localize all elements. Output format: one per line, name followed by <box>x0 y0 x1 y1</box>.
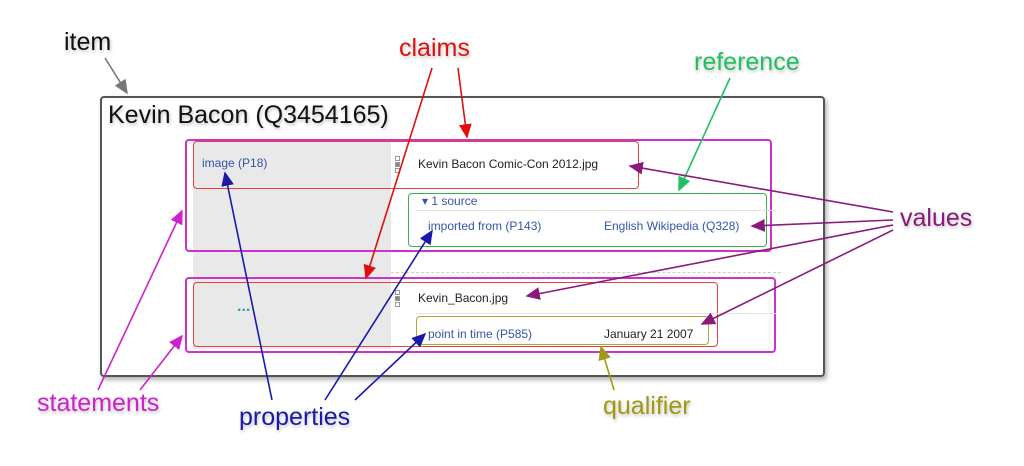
reference-property[interactable]: imported from (P143) <box>428 219 542 233</box>
label-values: values <box>900 204 973 232</box>
values-arrow <box>628 161 894 213</box>
drag-handle-icon[interactable] <box>395 290 400 310</box>
values-arrow <box>525 224 894 300</box>
qualifier-arrow <box>598 345 615 391</box>
reference-arrow <box>678 77 731 192</box>
item-title: Kevin Bacon (Q3454165) <box>108 101 389 129</box>
value-image[interactable]: Kevin Bacon Comic-Con 2012.jpg <box>418 157 599 171</box>
label-item: item <box>64 28 112 56</box>
values-arrow <box>700 229 894 325</box>
property-image[interactable]: image (P18) <box>202 156 268 170</box>
qualifier-box <box>416 316 709 345</box>
property-placeholder: ... <box>237 298 251 315</box>
reference-box <box>408 193 767 247</box>
label-reference: reference <box>694 48 800 76</box>
qualifier-property[interactable]: point in time (P585) <box>428 327 533 341</box>
claims-arrow <box>363 67 433 280</box>
divider <box>391 272 781 273</box>
value-image-2[interactable]: Kevin_Bacon.jpg <box>418 291 509 305</box>
properties-arrow <box>354 332 427 401</box>
statement-2 <box>185 277 776 353</box>
label-properties: properties <box>239 403 351 431</box>
label-qualifier: qualifier <box>603 392 691 420</box>
statements-arrow <box>97 209 183 391</box>
qualifier-value[interactable]: January 21 2007 <box>604 327 694 341</box>
item-arrow <box>104 57 128 95</box>
label-claims: claims <box>399 34 470 62</box>
values-arrow <box>750 219 894 232</box>
properties-arrow <box>324 229 433 401</box>
properties-arrow <box>221 171 273 401</box>
qualifier-divider <box>416 313 776 314</box>
source-toggle[interactable]: ▾ 1 source <box>422 194 478 208</box>
reference-divider <box>416 210 776 211</box>
claims-arrow <box>457 67 472 139</box>
statement-1 <box>185 139 772 252</box>
label-statements: statements <box>37 389 160 417</box>
statements-arrow <box>139 334 183 391</box>
claim-2 <box>193 282 718 347</box>
reference-value[interactable]: English Wikipedia (Q328) <box>604 219 740 233</box>
